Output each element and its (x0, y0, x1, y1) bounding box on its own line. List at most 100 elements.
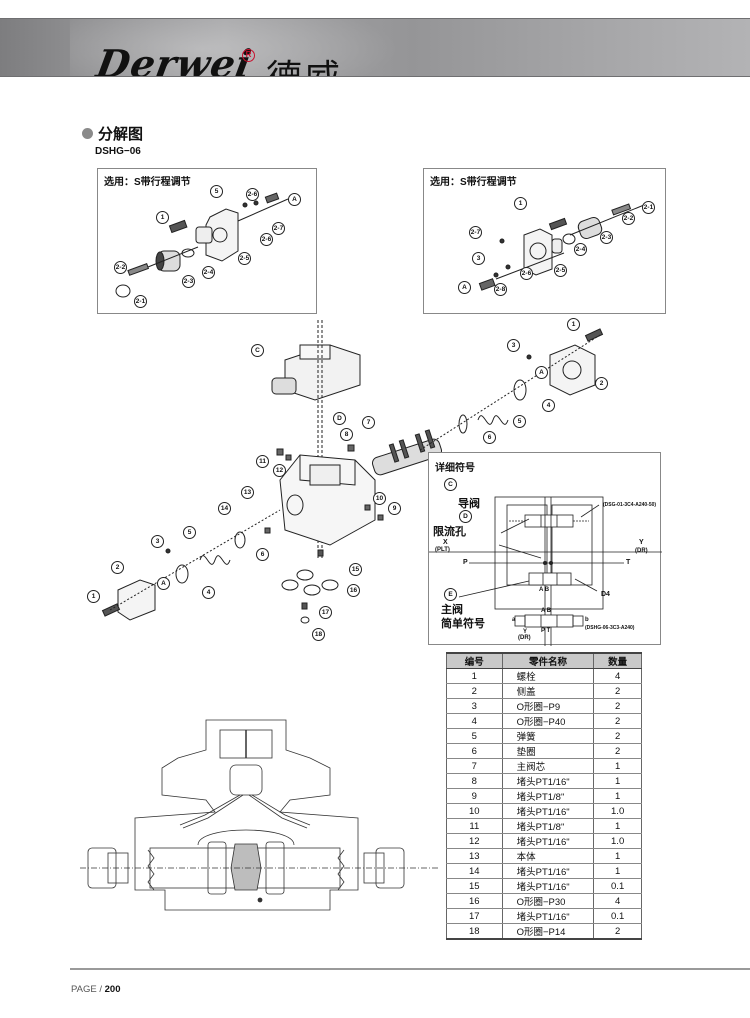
callout-label: 14 (218, 502, 231, 515)
brand-logo-chinese: 德威 (266, 49, 342, 76)
callout-label: 6 (256, 548, 269, 561)
quantity-cell: 1 (593, 758, 642, 774)
callout-label: 4 (542, 399, 555, 412)
callout-label: 18 (312, 628, 325, 641)
callout-label: 7 (362, 416, 375, 429)
stroke-adjust-drawing-left (115, 192, 289, 298)
cross-section-drawing (80, 719, 440, 911)
part-name-cell: 堵头PT1/16" (501, 878, 595, 894)
part-name-cell: 螺栓 (501, 668, 595, 684)
callout-label: 2-5 (554, 264, 567, 277)
part-number-cell: 9 (446, 788, 503, 804)
main-valve-label: 主阀 (441, 604, 463, 616)
part-number-cell: 11 (446, 818, 503, 834)
quantity-cell: 1 (593, 788, 642, 804)
part-name-cell: O形圈−P30 (501, 893, 595, 909)
quantity-cell: 1 (593, 818, 642, 834)
callout-label: 2 (111, 561, 124, 574)
callout-label: A (535, 366, 548, 379)
section-title: 分解图 (98, 126, 144, 143)
callout-label: 16 (347, 584, 360, 597)
callout-label: 2-6 (246, 188, 259, 201)
callout-label: 2-4 (574, 243, 587, 256)
quantity-cell: 2 (593, 683, 642, 699)
callout-label: A (458, 281, 471, 294)
page-number: 200 (104, 984, 121, 995)
quantity-cell: 1 (593, 848, 642, 864)
callout-label: 9 (388, 502, 401, 515)
main-model-label: (DSHG-06-3C3-A240) (585, 625, 635, 631)
y-drain-label: Y (523, 629, 528, 635)
callout-label: C (444, 478, 457, 491)
symbol-panel-title: 详细符号 (435, 463, 475, 474)
callout-label: 2-7 (272, 222, 285, 235)
callout-label: 2-2 (114, 261, 127, 274)
quantity-cell: 2 (593, 923, 642, 940)
callout-label: 1 (514, 197, 527, 210)
part-number-cell: 10 (446, 803, 503, 819)
part-number-cell: 15 (446, 878, 503, 894)
solenoid-b-label: b (585, 617, 589, 623)
quantity-cell: 1 (593, 863, 642, 879)
header-banner: Derwei R 德威 (0, 18, 750, 77)
callout-label: D (459, 510, 472, 523)
option-caption: 选用：S带行程调节 (104, 177, 191, 188)
model-number: DSHG−06 (95, 146, 141, 157)
part-name-cell: 堵头PT1/16" (501, 773, 595, 789)
part-name-cell: O形圈−P9 (501, 698, 595, 714)
callout-label: 12 (273, 464, 286, 477)
t-port-label: T (626, 559, 631, 566)
callout-label: 2 (595, 377, 608, 390)
column-header-quantity: 数量 (593, 652, 642, 669)
callout-label: 2-3 (600, 231, 613, 244)
quantity-cell: 1.0 (593, 833, 642, 849)
quantity-cell: 0.1 (593, 878, 642, 894)
pilot-model-label: (DSG-01-3C4-A240-50) (603, 502, 657, 508)
callout-label: 5 (210, 185, 223, 198)
part-name-cell: 堵头PT1/16" (501, 908, 595, 924)
footer-divider (70, 968, 750, 970)
quantity-cell: 4 (593, 893, 642, 909)
callout-label: 17 (319, 606, 332, 619)
callout-label: 3 (472, 252, 485, 265)
quantity-cell: 2 (593, 698, 642, 714)
callout-label: 1 (156, 211, 169, 224)
hydraulic-symbol-drawing (429, 496, 662, 646)
callout-label: 4 (202, 586, 215, 599)
quantity-cell: 2 (593, 713, 642, 729)
x-port-sub-label: (PLT) (435, 547, 450, 553)
page-label: PAGE / (71, 984, 102, 995)
callout-label: 2-1 (134, 295, 147, 308)
callout-label: 2-5 (238, 252, 251, 265)
callout-label: D (333, 412, 346, 425)
part-number-cell: 7 (446, 758, 503, 774)
part-name-cell: 垫圈 (501, 743, 595, 759)
callout-label: 13 (241, 486, 254, 499)
orifice-label: 限流孔 (433, 526, 466, 538)
callout-label: 15 (349, 563, 362, 576)
callout-label: 3 (507, 339, 520, 352)
quantity-cell: 4 (593, 668, 642, 684)
option-caption: 选用：S带行程调节 (430, 177, 517, 188)
part-number-cell: 5 (446, 728, 503, 744)
bullet-icon (82, 128, 93, 139)
callout-label: 3 (151, 535, 164, 548)
callout-label: 2-6 (260, 233, 273, 246)
ab-ports-label: A B (539, 587, 550, 593)
option-box-right: 选用：S带行程调节 1 2-1 2-2 2-7 2-3 2-4 3 2-6 2-… (423, 168, 666, 314)
stroke-adjust-drawing-right (478, 203, 645, 291)
part-name-cell: 堵头PT1/8" (501, 788, 595, 804)
callout-label: 6 (483, 431, 496, 444)
